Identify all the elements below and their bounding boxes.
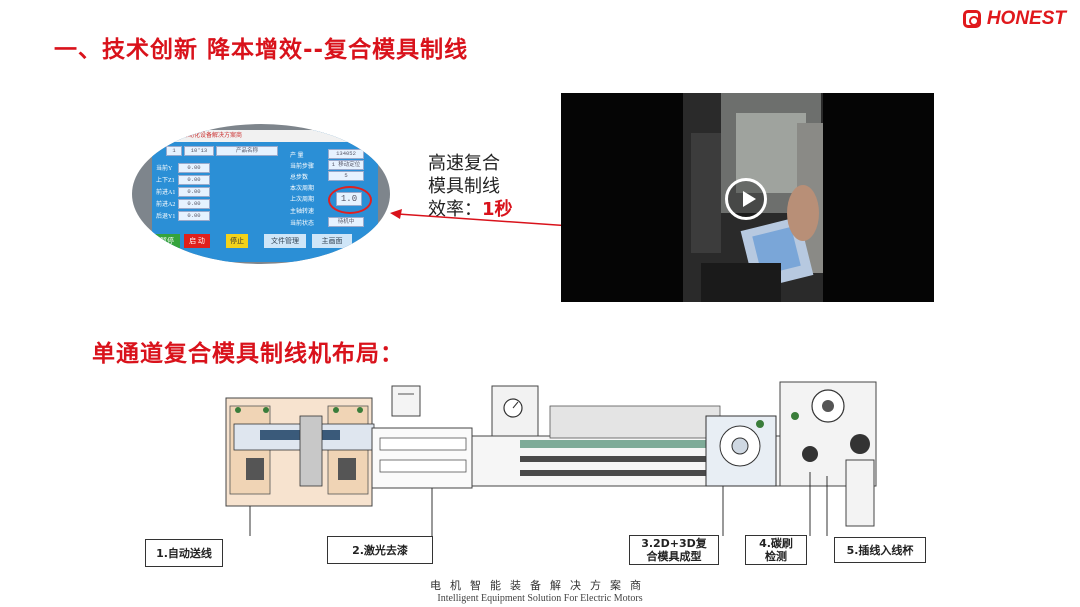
hmi-label: 本次周期 [290,186,315,192]
hmi-value: 0.00 [178,187,210,197]
page-title: 一、技术创新 降本增效--复合模具制线 [54,37,469,63]
station-label-brush-line2: 检测 [765,550,787,563]
hmi-file-button[interactable]: 文件管理 [264,234,306,248]
station-label-brush: 4.碳刷 检测 [745,535,807,565]
logo-text: HONEST [986,8,1066,29]
hmi-label: 当前状态 [290,221,315,227]
hmi-label: 上下Z1 [156,178,175,184]
footer-slogan-en: Intelligent Equipment Solution For Elect… [437,593,643,604]
hmi-main-button[interactable]: 主画面 [312,234,352,248]
hmi-label: 前进A1 [156,190,176,196]
hmi-value: 0.00 [178,199,210,209]
play-icon[interactable] [725,178,767,220]
hmi-top-value: 产品名称 [216,146,278,156]
video-player[interactable] [561,93,934,302]
hmi-value: 1 移动定位 [328,160,364,170]
hmi-panel: 工業自动化设备解决方案商 1 10'13 产品名称 当前Y 0.00 上下Z1 … [152,130,378,262]
hmi-value: 0.00 [178,163,210,173]
layout-title: 单通道复合模具制线机布局： [92,341,404,367]
honest-logo-icon [962,10,981,28]
machine-layout-diagram [225,381,877,536]
hmi-pause-button[interactable]: 暂停 [154,234,180,248]
efficiency-label: 效率： [428,199,482,220]
highlight-circle [328,186,372,214]
hmi-label: 主轴转速 [290,209,315,215]
efficiency-value: 1秒 [482,199,513,220]
station-label-die-line2: 合模具成型 [646,550,702,563]
hmi-label: 当前步骤 [290,164,315,170]
hmi-value: 0.00 [178,211,210,221]
station-label-feed: 1.自动送线 [145,539,223,567]
hmi-label: 总步数 [290,175,309,181]
speed-annotation: 高速复合 模具制线 效率：1秒 [428,152,513,221]
hmi-screen-photo: 工業自动化设备解决方案商 1 10'13 产品名称 当前Y 0.00 上下Z1 … [132,124,390,264]
hmi-label: 上次周期 [290,197,315,203]
hmi-top-value: 10'13 [184,146,214,156]
hmi-stop-button[interactable]: 停止 [226,234,248,248]
hmi-header: 工業自动化设备解决方案商 [152,130,378,142]
hmi-label: 当前Y [156,166,173,172]
hmi-label: 后退Y1 [156,214,176,220]
station-label-insert: 5.插线入线杯 [834,537,926,563]
hmi-value: 0.00 [178,175,210,185]
hmi-value: 5 [328,171,364,181]
hmi-value: 134052 [328,149,364,159]
hmi-top-value: 1 [166,146,182,156]
station-label-die: 3.2D+3D复 合模具成型 [629,535,719,565]
annotation-line1: 高速复合 [428,153,500,174]
station-label-die-line1: 3.2D+3D复 [641,537,707,550]
brand-logo: HONEST [962,8,1066,30]
station-label-laser: 2.激光去漆 [327,536,433,564]
hmi-start-button[interactable]: 启 动 [184,234,210,248]
hmi-value: 待机中 [328,217,364,227]
annotation-line2: 模具制线 [428,176,500,197]
station-label-brush-line1: 4.碳刷 [759,537,793,550]
hmi-label: 产 量 [290,153,304,159]
footer-slogan-cn: 电机智能装备解决方案商 [430,579,650,592]
hmi-label: 前进A2 [156,202,176,208]
